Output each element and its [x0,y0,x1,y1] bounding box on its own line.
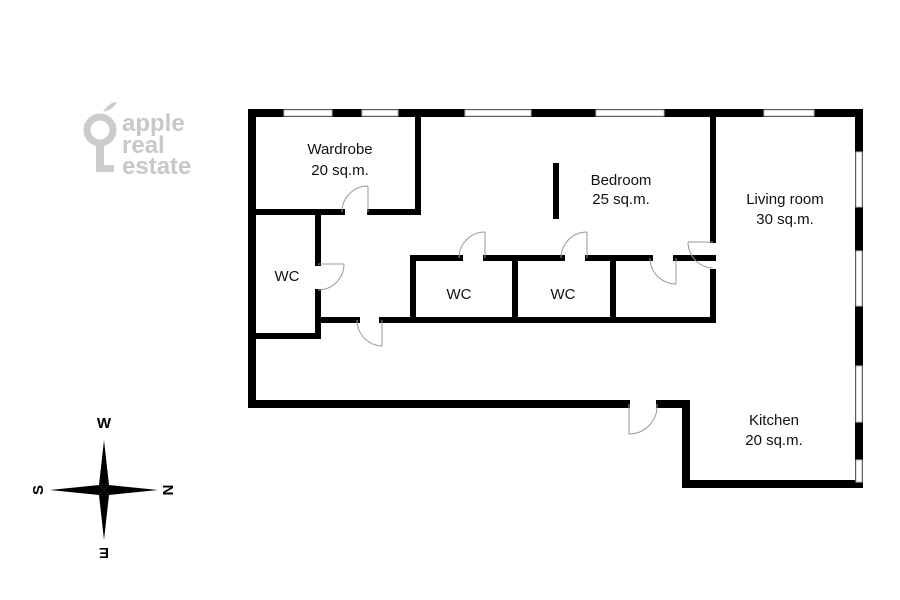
bedroom-label: Bedroom [591,172,652,189]
outer-walls [248,109,863,488]
door-kitchen [628,403,658,435]
bedroom-area: 25 sq.m. [592,191,650,208]
living-room-area: 30 sq.m. [756,211,814,228]
logo-line-3: estate [122,153,191,180]
door-wc-1 [458,231,486,259]
wardrobe-label: Wardrobe [307,141,372,158]
door-wc-left [317,263,345,291]
compass-north: N [159,485,176,496]
compass-south: S [30,485,47,495]
compass-west: W [97,415,112,432]
logo-line-2: real [122,132,165,159]
compass-east: E [99,544,109,561]
logo-line-1: apple [122,110,185,137]
kitchen-area: 20 sq.m. [745,432,803,449]
interior-walls [249,110,716,339]
doors [317,185,714,435]
compass-rose: W N E S [30,415,176,561]
wc-2-label: WC [551,286,576,303]
living-room-label: Living room [746,191,824,208]
wc-1-label: WC [447,286,472,303]
wc-left-label: WC [275,268,300,285]
wardrobe-area: 20 sq.m. [311,162,369,179]
kitchen-label: Kitchen [749,412,799,429]
door-wardrobe [341,185,369,213]
door-closet [649,257,677,285]
windows [283,109,863,483]
door-bedroom [687,241,714,269]
apple-real-estate-logo: apple real estate [83,102,191,180]
door-wc-2 [560,231,588,259]
door-hall [356,319,383,347]
